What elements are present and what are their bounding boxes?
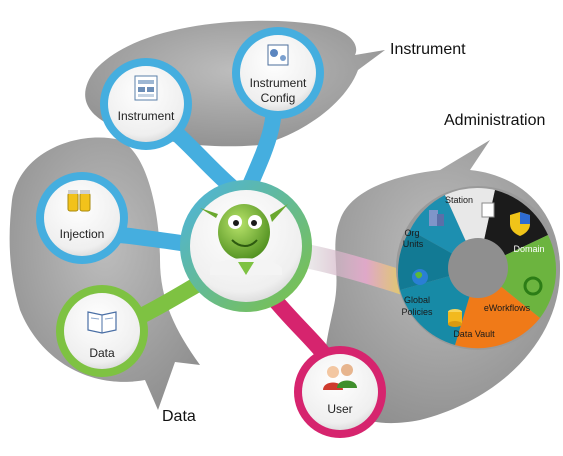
data-callout-label: Data — [162, 408, 196, 425]
instrument-config-label-line1: Instrument — [250, 76, 307, 90]
globe-icon — [412, 269, 428, 285]
instrument-config-icon — [267, 44, 289, 66]
user-label: User — [327, 402, 352, 416]
vials-icon — [67, 190, 91, 212]
instrument-callout-label: Instrument — [390, 41, 466, 58]
instrument-label: Instrument — [118, 109, 175, 123]
injection-node[interactable]: Injection — [36, 172, 128, 264]
database-icon — [448, 309, 462, 327]
administration-callout-label: Administration — [444, 112, 546, 129]
eworkflows-label: eWorkflows — [484, 303, 531, 313]
data-vault-label: Data Vault — [453, 329, 495, 339]
global-policies-label-line2: Policies — [401, 307, 433, 317]
book-icon — [87, 311, 117, 334]
building-icon — [429, 210, 444, 226]
global-policies-label-line1: Global — [404, 295, 430, 305]
administration-wheel: Station Org Units Domain Global Policies… — [396, 186, 560, 350]
data-label: Data — [89, 346, 115, 360]
injection-label: Injection — [60, 227, 105, 241]
center-node[interactable] — [180, 180, 312, 312]
mascot-icon — [200, 204, 288, 275]
wheel-hub — [448, 238, 508, 298]
users-icon — [323, 364, 357, 390]
user-node[interactable]: User — [294, 346, 386, 438]
org-units-label-line1: Org — [404, 228, 419, 238]
domain-label: Domain — [513, 244, 544, 254]
station-label: Station — [445, 195, 473, 205]
data-node[interactable]: Data — [56, 285, 148, 377]
segment-eworkflows[interactable] — [478, 235, 557, 318]
instrument-config-label-line2: Config — [261, 91, 296, 105]
instrument-config-node[interactable]: Instrument Config — [232, 27, 324, 119]
shield-icon — [510, 212, 530, 236]
scroll-icon — [481, 202, 495, 218]
org-units-label-line2: Units — [403, 239, 424, 249]
instrument-icon — [134, 75, 158, 101]
instrument-node[interactable]: Instrument — [100, 58, 192, 150]
cycle-arrows-icon — [523, 276, 543, 296]
